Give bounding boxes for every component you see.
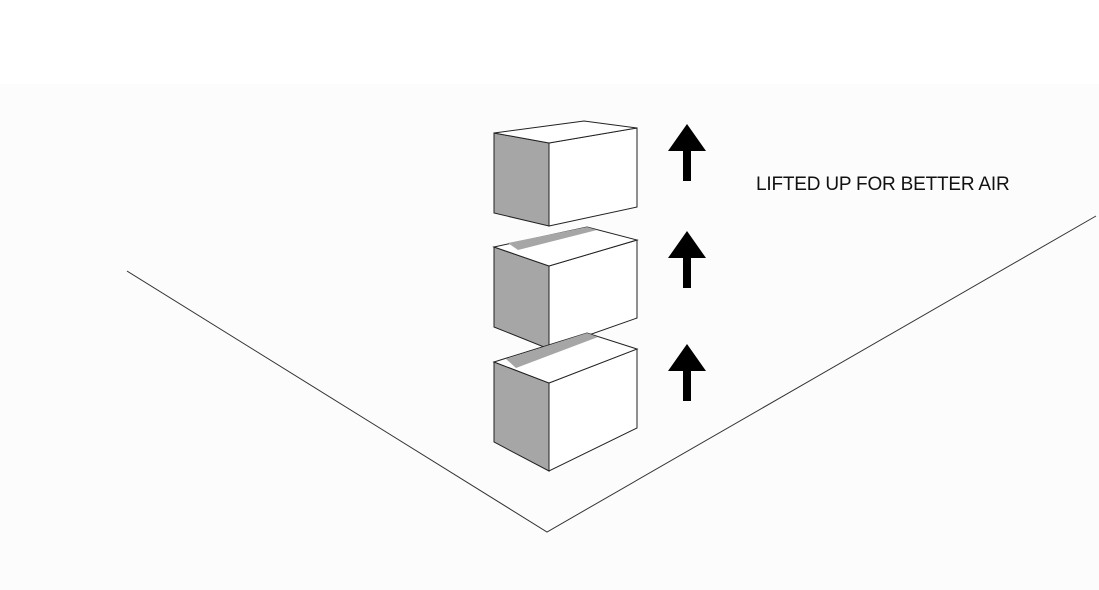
box-top-face [493,120,638,144]
box-top-face [492,332,639,384]
up-arrow-icon [668,344,706,401]
box-front-face [548,127,638,227]
bottom-box [492,332,639,472]
up-arrow-icon [668,124,706,181]
middle-box [492,226,639,350]
floor-edge [126,215,1097,533]
box-side-face [493,132,550,227]
box-top-shadow [506,333,598,368]
top-box [493,120,638,227]
caption-text: LIFTED UP FOR BETTER AIR [756,174,1010,195]
box-top-shadow [508,227,597,250]
up-arrow-icon [668,231,706,288]
